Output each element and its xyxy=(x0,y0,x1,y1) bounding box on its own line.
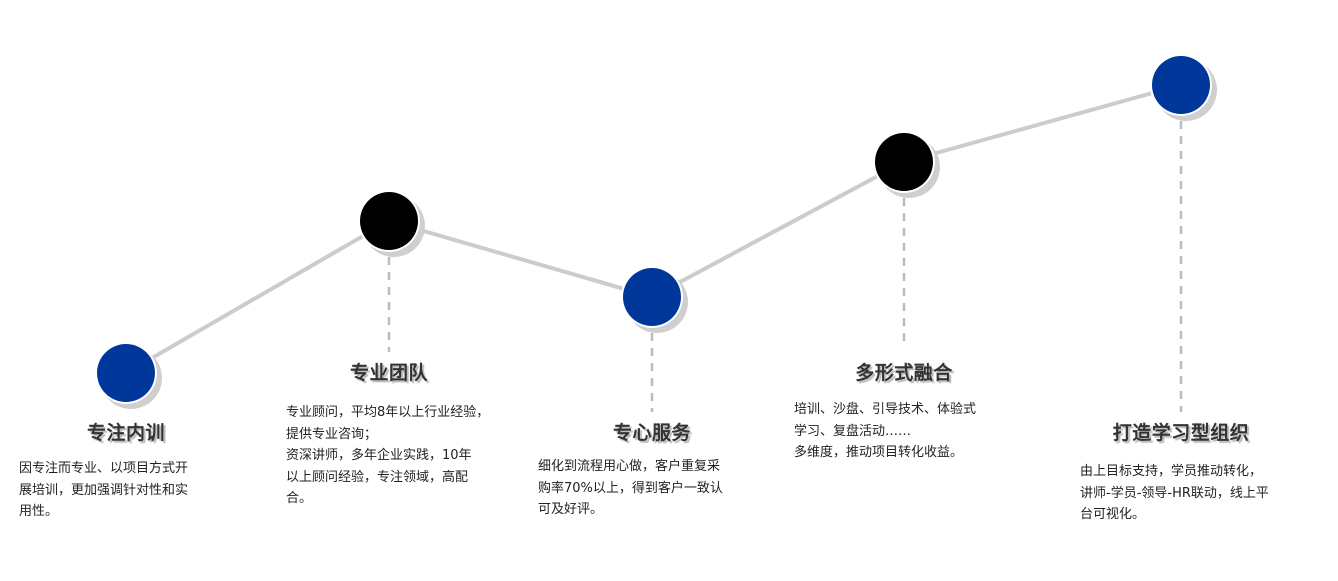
step-3-dot xyxy=(623,268,681,326)
step-4-description: 培训、沙盘、引导技术、体验式 学习、复盘活动…… 多维度，推动项目转化收益。 xyxy=(794,402,977,460)
step-4-dot xyxy=(875,133,933,191)
step-2-title: 专业团队 xyxy=(349,362,429,384)
timeline-segment-1 xyxy=(124,219,391,375)
step-5-dot xyxy=(1152,56,1210,114)
step-4-title: 多形式融合 xyxy=(855,362,953,384)
step-1-dot xyxy=(97,344,155,402)
step-3-description: 细化到流程用心做，客户重复采 购率70%以上，得到客户一致认 可及好评。 xyxy=(538,459,723,517)
step-2-dot xyxy=(360,192,418,250)
step-1-description: 因专注而专业、以项目方式开 展培训，更加强调针对性和实 用性。 xyxy=(19,461,189,519)
step-5-title: 打造学习型组织 xyxy=(1112,422,1250,444)
timeline-segment-4 xyxy=(902,83,1183,164)
step-2-description: 专业顾问，平均8年以上行业经验， 提供专业咨询； 资深讲师，多年企业实践，10年… xyxy=(286,405,490,506)
timeline-segment-2 xyxy=(387,219,654,299)
step-5-description: 由上目标支持，学员推动转化， 讲师-学员-领导-HR联动，线上平 台可视化。 xyxy=(1080,464,1269,522)
step-3-title: 专心服务 xyxy=(612,422,692,444)
timeline-segment-3 xyxy=(650,160,906,299)
step-1-title: 专注内训 xyxy=(86,422,166,444)
